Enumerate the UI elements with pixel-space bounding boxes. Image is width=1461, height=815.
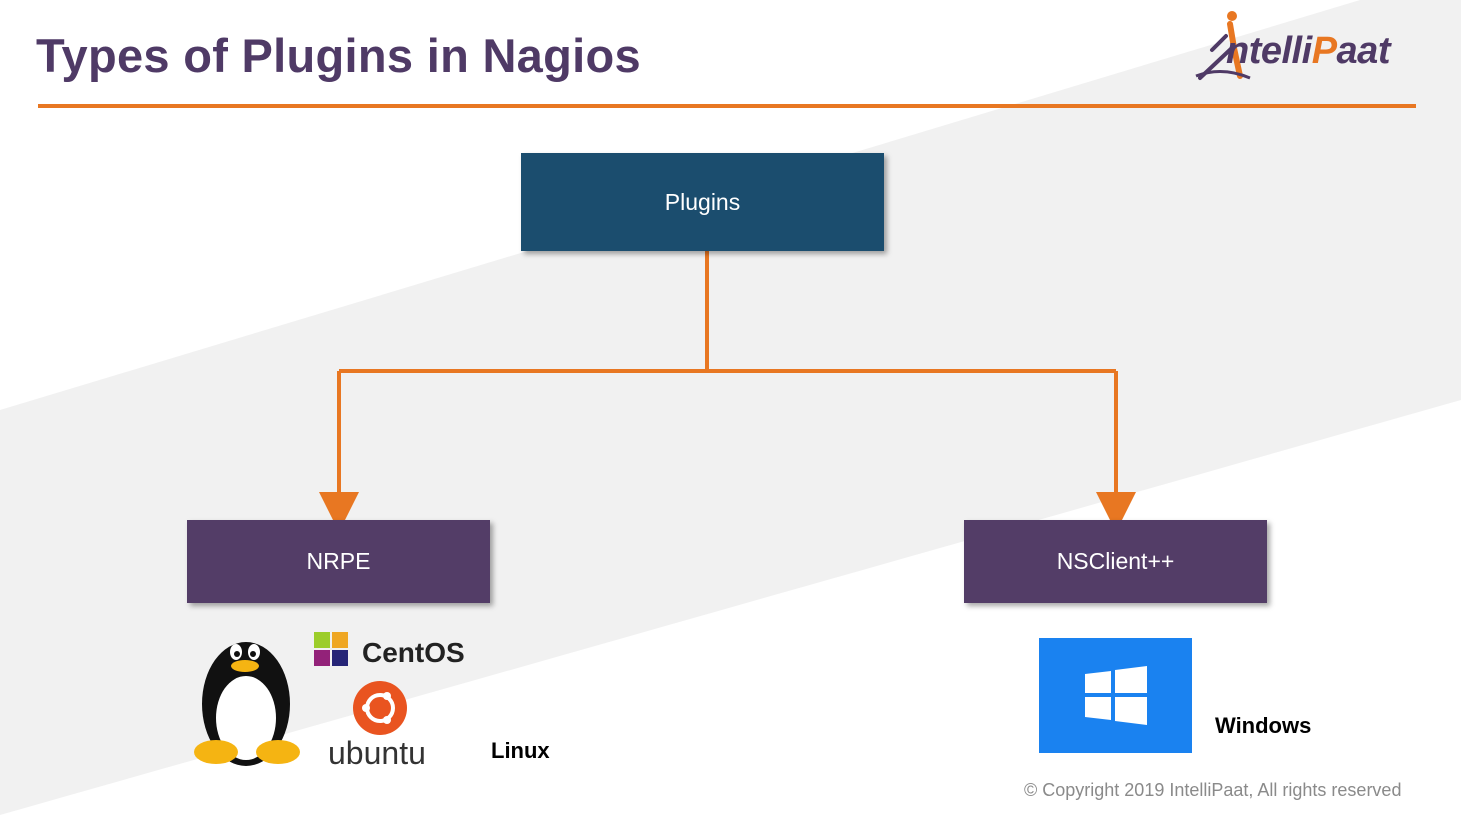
- linux-logos: CentOS ubuntu: [194, 632, 465, 771]
- caption-windows: Windows: [1215, 713, 1312, 738]
- logo-wordmark: ntelliPaat: [1226, 30, 1390, 72]
- node-nsclient: NSClient++: [964, 520, 1267, 603]
- windows-logo-icon: [1039, 638, 1192, 753]
- node-nrpe: NRPE: [187, 520, 490, 603]
- caption-linux: Linux: [491, 738, 550, 763]
- copyright-notice: © Copyright 2019 IntelliPaat, All rights…: [1024, 780, 1402, 800]
- centos-text: CentOS: [362, 637, 465, 668]
- intellipaat-logo-icon: ntelliPaat: [1192, 6, 1422, 90]
- centos-logo-icon: CentOS: [314, 632, 465, 668]
- slide-title: Types of Plugins in Nagios: [36, 29, 641, 82]
- node-plugins: Plugins: [521, 153, 884, 251]
- tree-connector: [319, 251, 1136, 532]
- ubuntu-logo-icon: ubuntu: [328, 681, 426, 771]
- ubuntu-text: ubuntu: [328, 735, 426, 771]
- title-underline: [38, 104, 1416, 108]
- tux-penguin-icon: [194, 642, 300, 766]
